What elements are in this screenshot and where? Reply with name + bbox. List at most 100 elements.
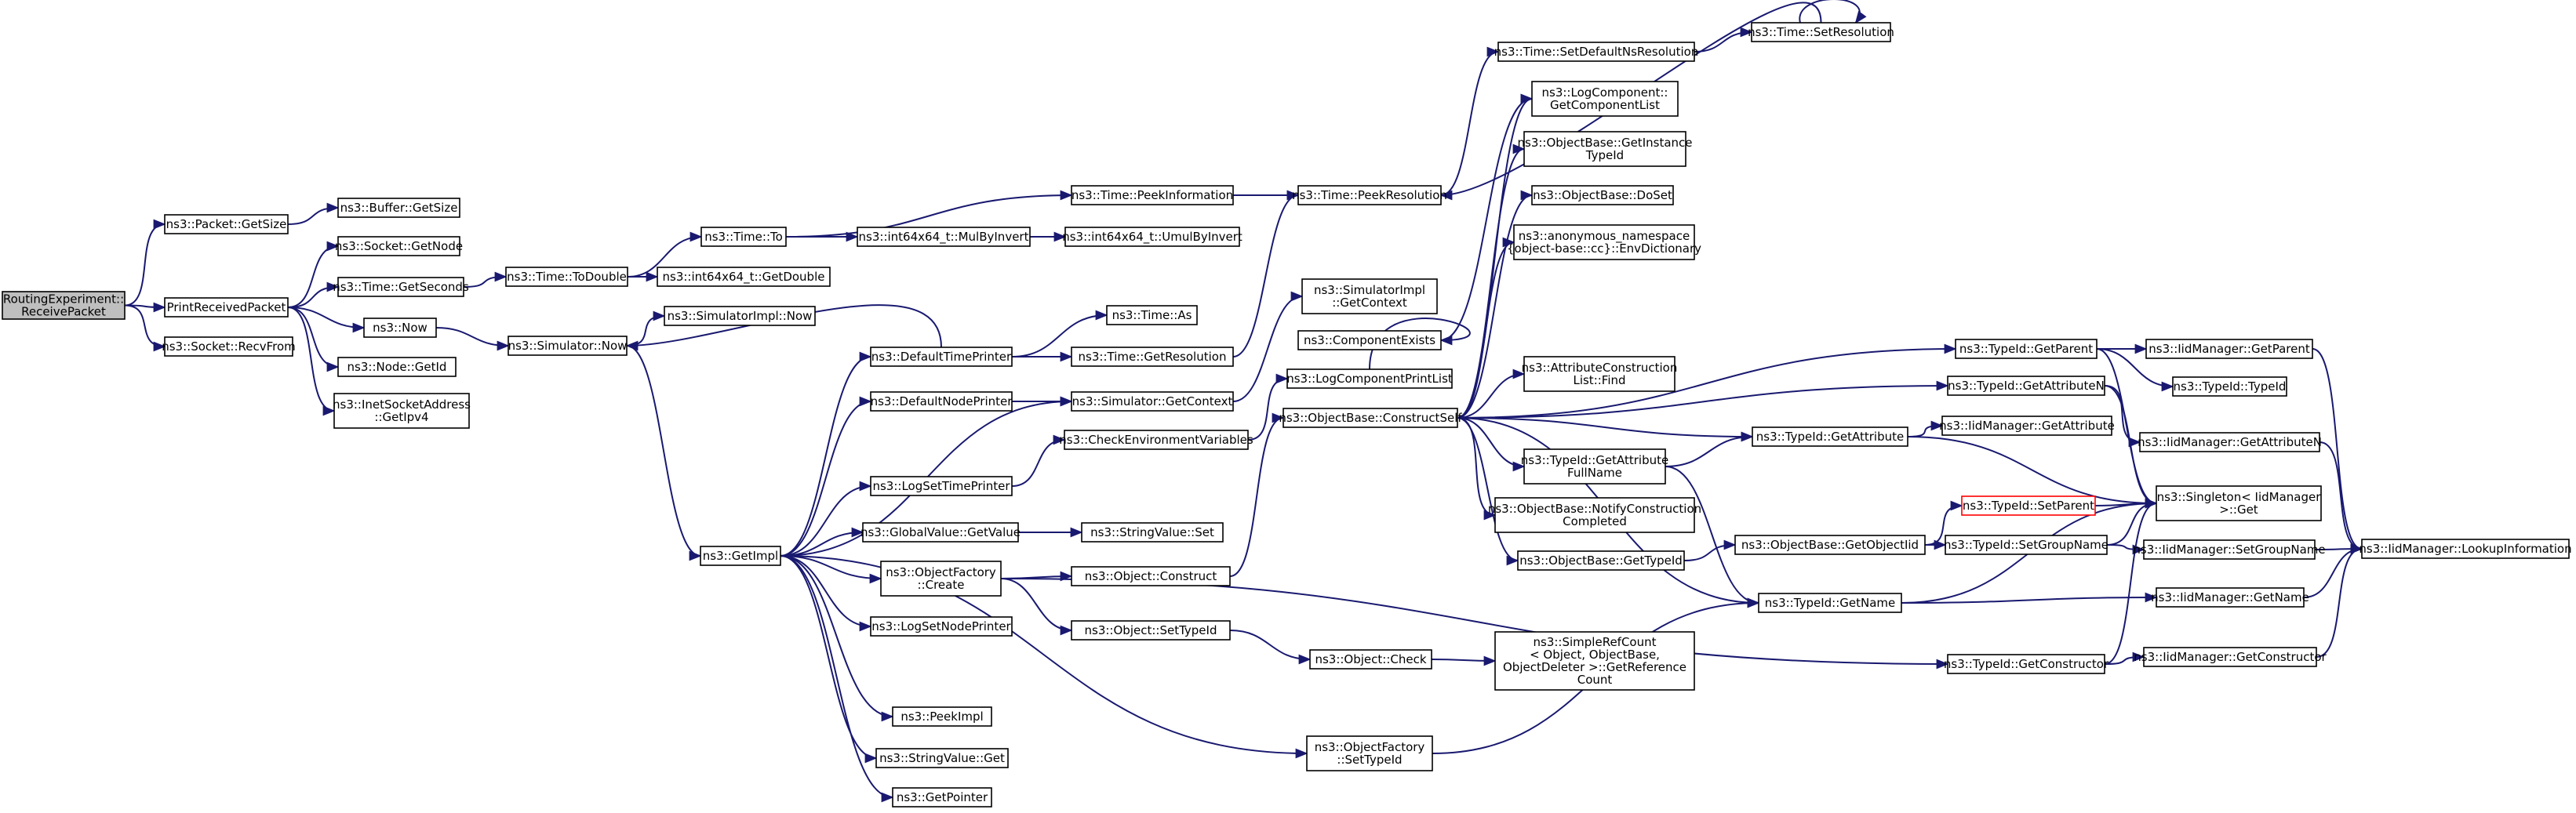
- node-time-setresolution[interactable]: ns3::Time::SetResolution: [1748, 22, 1894, 42]
- node-typeid-getconstructor[interactable]: ns3::TypeId::GetConstructor: [1944, 654, 2109, 674]
- call-edge-objectbase_constructself-to-objectbase_doset: [1457, 190, 1534, 419]
- node-iid-getattributen[interactable]: ns3::IidManager::GetAttributeN: [2138, 432, 2322, 452]
- node-anon-envdictionary[interactable]: ns3::anonymous_namespace{object-base::cc…: [1507, 224, 1701, 260]
- node-objectfactory-settypeid[interactable]: ns3::ObjectFactory::SetTypeId: [1306, 735, 1433, 771]
- call-edge-print_received-to-socket_getnode: [287, 241, 340, 308]
- node-defaulttimeprinter[interactable]: ns3::DefaultTimePrinter: [870, 347, 1013, 367]
- node-simplerefcount[interactable]: ns3::SimpleRefCount< Object, ObjectBase,…: [1494, 631, 1695, 691]
- node-stringvalue-get[interactable]: ns3::StringValue::Get: [875, 748, 1009, 768]
- node-objectbase-doset[interactable]: ns3::ObjectBase::DoSet: [1531, 185, 1674, 205]
- node-getimpl[interactable]: ns3::GetImpl: [700, 546, 781, 566]
- node-typeid-getattributen[interactable]: ns3::TypeId::GetAttributeN: [1947, 376, 2105, 396]
- node-iid-getattribute[interactable]: ns3::IidManager::GetAttribute: [1939, 416, 2115, 436]
- node-box: [870, 347, 1013, 367]
- node-time-todouble[interactable]: ns3::Time::ToDouble: [505, 267, 628, 287]
- node-label: ns3::TypeId::GetParent: [1959, 342, 2093, 356]
- node-time-getresolution[interactable]: ns3::Time::GetResolution: [1071, 347, 1234, 367]
- node-simimpl-now[interactable]: ns3::SimulatorImpl::Now: [664, 306, 816, 326]
- node-routing-receive[interactable]: RoutingExperiment::ReceivePacket: [2, 291, 126, 320]
- node-time-peekresolution[interactable]: ns3::Time::PeekResolution: [1292, 185, 1447, 205]
- node-time-to[interactable]: ns3::Time::To: [700, 227, 787, 247]
- node-object-settypeid[interactable]: ns3::Object::SetTypeId: [1071, 620, 1231, 641]
- node-defaultnodeprinter[interactable]: ns3::DefaultNodePrinter: [870, 391, 1013, 412]
- node-label: ns3::LogSetTimePrinter: [872, 479, 1010, 493]
- node-node-getid[interactable]: ns3::Node::GetId: [337, 357, 457, 377]
- node-logsettimeprinter[interactable]: ns3::LogSetTimePrinter: [870, 476, 1013, 496]
- node-peekimpl[interactable]: ns3::PeekImpl: [892, 706, 992, 727]
- call-edge-time_setdefaultns-to-time_setresolution: [1694, 27, 1753, 53]
- node-label: ns3::CheckEnvironmentVariables: [1059, 433, 1253, 447]
- node-objectbase-getobjectiid[interactable]: ns3::ObjectBase::GetObjectIid: [1734, 535, 1926, 555]
- node-singleton-get[interactable]: ns3::Singleton< IidManager>::Get: [2156, 485, 2322, 521]
- node-now[interactable]: ns3::Now: [363, 318, 437, 338]
- node-object-check[interactable]: ns3::Object::Check: [1309, 649, 1432, 670]
- node-globalvalue-getvalue[interactable]: ns3::GlobalValue::GetValue: [860, 522, 1021, 543]
- node-label: ns3::TypeId::GetAttributeN: [1948, 379, 2105, 393]
- node-box: [1734, 535, 1926, 555]
- node-box: [880, 561, 1002, 597]
- node-objectfactory-create[interactable]: ns3::ObjectFactory::Create: [880, 561, 1002, 597]
- node-label: ns3::Socket::GetNode: [335, 239, 463, 253]
- node-box: [363, 318, 437, 338]
- node-label: ns3::int64x64_t::UmulByInvert: [1062, 230, 1243, 245]
- node-iid-getconstructor[interactable]: ns3::IidManager::GetConstructor: [2134, 647, 2327, 667]
- node-box: [1064, 227, 1240, 247]
- node-int64-getdouble[interactable]: ns3::int64x64_t::GetDouble: [657, 267, 831, 287]
- node-label: ns3::Object::Construct: [1085, 569, 1217, 583]
- call-edge-typeid_getattribute-to-iid_getattribute: [1907, 420, 1944, 437]
- node-typeid-setparent[interactable]: ns3::TypeId::SetParent: [1961, 495, 2096, 516]
- node-time-as[interactable]: ns3::Time::As: [1106, 305, 1198, 325]
- node-box: [1523, 131, 1686, 167]
- node-typeid-getparent[interactable]: ns3::TypeId::GetParent: [1955, 339, 2098, 359]
- node-box: [664, 306, 816, 326]
- node-simulator-getcontext[interactable]: ns3::Simulator::GetContext: [1071, 391, 1234, 412]
- node-socket-recvfrom[interactable]: ns3::Socket::RecvFrom: [162, 336, 296, 357]
- call-edge-routing_receive-to-socket_recvfrom: [124, 304, 166, 352]
- node-getpointer[interactable]: ns3::GetPointer: [892, 787, 992, 808]
- node-checkenv[interactable]: ns3::CheckEnvironmentVariables: [1059, 430, 1253, 450]
- node-time-peekinfo[interactable]: ns3::Time::PeekInformation: [1071, 185, 1234, 205]
- node-label: ns3::SimulatorImpl: [1314, 283, 1425, 297]
- node-iid-setgroupname[interactable]: ns3::IidManager::SetGroupName: [2133, 539, 2326, 560]
- node-label: ns3::SimpleRefCount: [1534, 635, 1657, 649]
- node-stringvalue-set[interactable]: ns3::StringValue::Set: [1081, 522, 1224, 543]
- node-logcomponent-getlist[interactable]: ns3::LogComponent::GetComponentList: [1531, 81, 1679, 117]
- node-objectbase-constructself[interactable]: ns3::ObjectBase::ConstructSelf: [1279, 408, 1462, 428]
- node-iid-lookupinfo[interactable]: ns3::IidManager::LookupInformation: [2359, 539, 2572, 559]
- node-box: [1301, 278, 1438, 314]
- node-socket-getnode[interactable]: ns3::Socket::GetNode: [335, 236, 463, 256]
- node-box: [1071, 391, 1234, 412]
- node-typeid-setgroupname[interactable]: ns3::TypeId::SetGroupName: [1944, 535, 2108, 555]
- node-time-setdefaultns[interactable]: ns3::Time::SetDefaultNsResolution: [1494, 42, 1699, 62]
- node-label: ns3::TypeId::TypeId: [2174, 379, 2287, 394]
- node-packet-getsize[interactable]: ns3::Packet::GetSize: [164, 214, 289, 234]
- node-iid-getparent[interactable]: ns3::IidManager::GetParent: [2145, 339, 2313, 359]
- node-objectbase-gettypeid[interactable]: ns3::ObjectBase::GetTypeId: [1517, 550, 1685, 571]
- node-iid-getname[interactable]: ns3::IidManager::GetName: [2151, 587, 2309, 608]
- call-edge-time_setresolution-to-time_setresolution: [1799, 0, 1867, 24]
- node-object-construct[interactable]: ns3::Object::Construct: [1071, 566, 1231, 586]
- node-componentexists[interactable]: ns3::ComponentExists: [1297, 330, 1442, 350]
- node-simulator-now[interactable]: ns3::Simulator::Now: [508, 336, 628, 356]
- node-label: ns3::ObjectBase::GetObjectIid: [1741, 538, 1919, 552]
- node-int64-umulbyinvert[interactable]: ns3::int64x64_t::UmulByInvert: [1062, 227, 1243, 247]
- node-buffer-getsize[interactable]: ns3::Buffer::GetSize: [337, 198, 460, 218]
- node-logcomponentprintlist[interactable]: ns3::LogComponentPrintList: [1286, 368, 1453, 389]
- node-int64-mulbyinvert[interactable]: ns3::int64x64_t::MulByInvert: [857, 227, 1031, 247]
- node-simimpl-getcontext[interactable]: ns3::SimulatorImpl::GetContext: [1301, 278, 1438, 314]
- node-logsetnodeprinter[interactable]: ns3::LogSetNodePrinter: [870, 616, 1013, 637]
- node-typeid-getname[interactable]: ns3::TypeId::GetName: [1758, 593, 1902, 613]
- node-label: ns3::Buffer::GetSize: [340, 201, 458, 215]
- node-print-received[interactable]: PrintReceivedPacket: [164, 297, 289, 318]
- node-box: [2145, 339, 2313, 359]
- node-objectbase-notify[interactable]: ns3::ObjectBase::NotifyConstructionCompl…: [1488, 497, 1701, 533]
- node-inetsocket-getipv4[interactable]: ns3::InetSocketAddress::GetIpv4: [333, 393, 471, 429]
- call-edge-simulator_now-to-getimpl: [626, 345, 702, 561]
- node-typeid-typeid[interactable]: ns3::TypeId::TypeId: [2172, 376, 2287, 397]
- node-typeid-getattribute[interactable]: ns3::TypeId::GetAttribute: [1752, 426, 1908, 447]
- node-label: Completed: [1563, 514, 1627, 528]
- node-time-getseconds[interactable]: ns3::Time::GetSeconds: [333, 277, 469, 297]
